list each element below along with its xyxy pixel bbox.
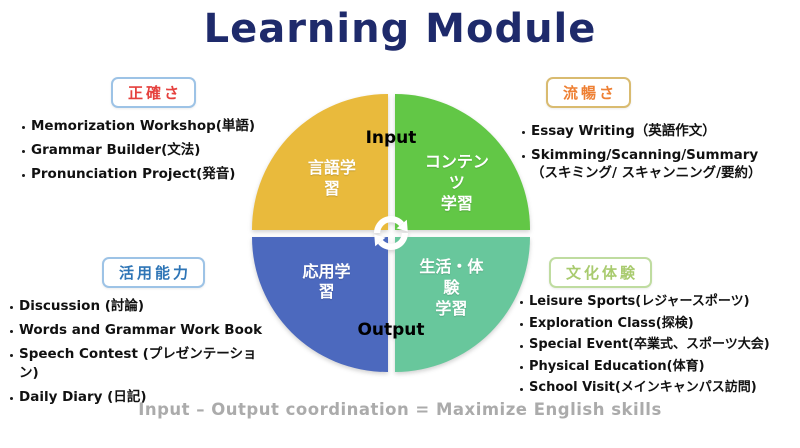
list-item: Special Event(卒業式、スポーツ大会) xyxy=(518,336,796,354)
list-item: Discussion (討論) xyxy=(8,297,263,315)
list-item: Physical Education(体育) xyxy=(518,358,796,376)
practical-ability-list: Discussion (討論) Words and Grammar Work Bo… xyxy=(8,297,263,412)
list-item: School Visit(メインキャンパス訪問) xyxy=(518,379,796,397)
list-item: Grammar Builder(文法) xyxy=(20,141,260,159)
list-item: Words and Grammar Work Book xyxy=(8,321,263,339)
fluency-list: Essay Writing（英語作文） Skimming/Scanning/Sum… xyxy=(520,122,794,189)
quadrant-life-experience-learning: 生活・体験 学習 xyxy=(394,236,530,372)
quadrant-applied-learning: 応用学習 xyxy=(252,236,388,372)
accuracy-list: Memorization Workshop(単語) Grammar Builder… xyxy=(20,117,260,190)
cycle-arrows-icon xyxy=(368,210,414,256)
badge-fluency: 流暢さ xyxy=(546,77,632,108)
list-item: Speech Contest (プレゼンテーション) xyxy=(8,345,263,381)
quadrant-label: 生活・体験 学習 xyxy=(419,256,484,318)
badge-accuracy: 正確さ xyxy=(111,77,197,108)
list-item: Daily Diary (日記) xyxy=(8,388,263,406)
list-item: Leisure Sports(レジャースポーツ) xyxy=(518,293,796,311)
quadrant-label: 応用学習 xyxy=(302,261,351,302)
badge-cultural-experience: 文化体験 xyxy=(549,257,653,288)
input-label: Input xyxy=(365,128,417,148)
cultural-experience-list: Leisure Sports(レジャースポーツ) Exploration Clas… xyxy=(518,293,796,401)
list-item: Essay Writing（英語作文） xyxy=(520,122,794,140)
list-item: Memorization Workshop(単語) xyxy=(20,117,260,135)
page-title: Learning Module xyxy=(203,6,597,52)
footer-tagline: Input – Output coordination = Maximize E… xyxy=(138,400,662,419)
quadrant-label: コンテンツ 学習 xyxy=(424,152,489,213)
list-item: Pronunciation Project(発音) xyxy=(20,165,260,183)
quadrant-label: 言語学習 xyxy=(307,158,356,199)
learning-cycle-diagram: 言語学習 コンテンツ 学習 応用学習 生活・体験 学習 Input Output xyxy=(252,94,530,372)
badge-practical-ability: 活用能力 xyxy=(102,257,206,288)
list-item: Exploration Class(探検) xyxy=(518,315,796,333)
quadrant-content-learning: コンテンツ 学習 xyxy=(394,94,530,230)
output-label: Output xyxy=(357,320,425,340)
list-item: Skimming/Scanning/Summary （スキミング/ スキャンニン… xyxy=(520,146,794,182)
